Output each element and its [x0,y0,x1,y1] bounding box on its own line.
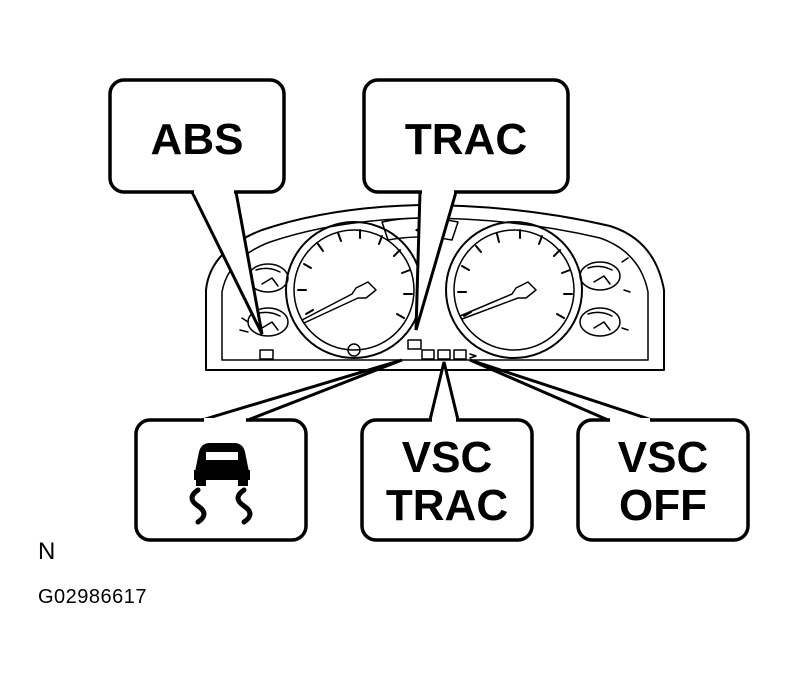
tachometer [445,221,583,359]
abs-lamp [259,349,274,360]
warning-strip [381,217,459,241]
callout-vsc-trac-line1: VSC [402,433,492,482]
speedometer [285,221,423,359]
callout-vsc-trac-pointer [428,361,460,421]
callout-abs-label: ABS [151,115,244,164]
callout-trac: TRAC [362,78,570,331]
view-code-label: N [38,538,56,565]
callout-trac-pointer [414,191,458,331]
callout-vsc-off-line2: OFF [619,481,707,530]
speedometer-needle [301,281,377,324]
vsc-trac-lamp [437,349,451,360]
callout-vsc-off-box [576,418,750,542]
callout-trac-box [362,78,570,194]
right-small-gauges [579,257,631,337]
vsc-off-lamp [453,349,467,360]
callout-vsc-off-line1: VSC [618,433,708,482]
callout-slip-pointer [201,358,403,422]
callout-vsc-trac-line2: TRAC [386,481,508,530]
instrument-cluster [205,204,665,371]
callout-vsc-trac: VSC TRAC [360,361,534,542]
callout-vsc-off-pointer [469,358,653,422]
callout-trac-label: TRAC [405,115,527,164]
skidding-car-icon [189,443,253,525]
callout-vsc-off: VSC OFF [469,358,750,542]
figure-id-label: G02986617 [38,586,148,608]
slip-lamp [421,349,435,360]
tachometer-needle [459,281,537,320]
trac-lamp [407,339,422,350]
indicator-lamps [259,339,477,360]
callout-slip [134,358,403,542]
callout-abs-pointer [190,191,264,335]
callout-abs: ABS [108,78,286,335]
